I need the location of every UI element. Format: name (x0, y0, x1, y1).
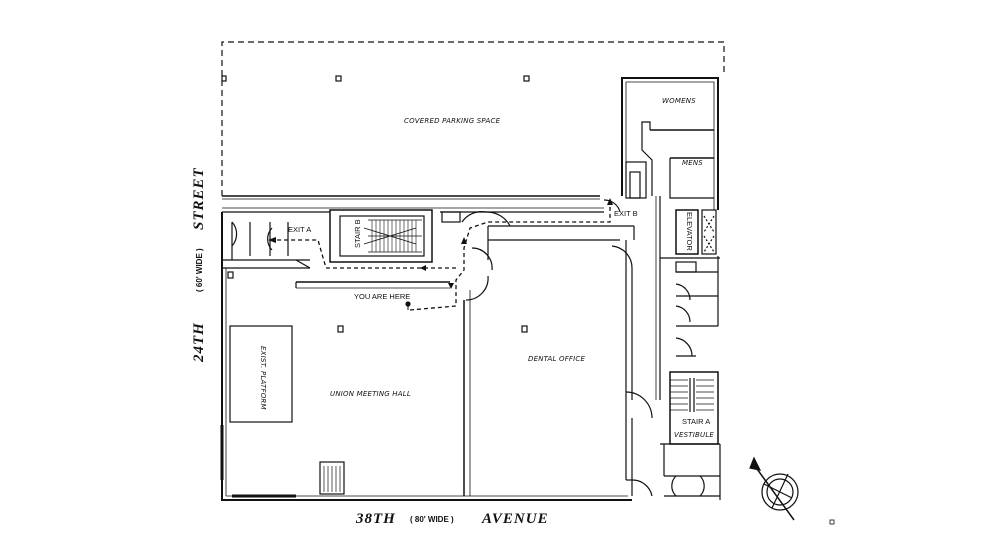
building-west-wall (221, 212, 632, 501)
union-meeting-hall-label: UNION MEETING HALL (330, 390, 411, 398)
you-are-here-label: YOU ARE HERE (354, 292, 411, 301)
exist-platform (229, 325, 293, 423)
street-number-label: 24TH (191, 322, 207, 362)
route-arrow-west (420, 265, 426, 271)
avenue-width-label: ( 80' WIDE ) (410, 515, 454, 524)
exit-a-door-left (231, 221, 238, 247)
vestibule-label: VESTIBULE (674, 431, 715, 439)
parking-outline (221, 41, 725, 196)
exit-b-label: EXIT B (614, 209, 638, 218)
route-arrow-up-exit-b (607, 198, 613, 205)
route-arrow-up-1 (461, 237, 467, 244)
mens-label: MENS (682, 159, 703, 167)
elevator-box (675, 209, 699, 255)
route-arrow-exit-a (268, 237, 276, 243)
exist-platform-label: EXIST. PLATFORM (259, 346, 267, 410)
exit-route (270, 202, 611, 311)
stair-b-box (329, 209, 433, 263)
elevator-label: ELEVATOR (685, 212, 694, 251)
avenue-number-label: 38TH (356, 511, 396, 527)
stair-b-label: STAIR B (353, 219, 362, 248)
exit-a-label: EXIT A (288, 225, 312, 234)
exit-a-door-right (267, 227, 273, 251)
you-are-here-marker (405, 301, 411, 310)
avenue-word-label: AVENUE (482, 511, 549, 527)
street-width-label: ( 60' WIDE ) (195, 248, 204, 292)
womens-label: WOMENS (662, 97, 696, 105)
covered-parking-label: COVERED PARKING SPACE (404, 117, 501, 125)
stair-a-label: STAIR A (682, 417, 711, 426)
street-word-label: STREET (191, 167, 207, 230)
compass-icon (749, 456, 799, 521)
dental-office-label: DENTAL OFFICE (528, 355, 586, 363)
right-block-outer (621, 77, 719, 210)
